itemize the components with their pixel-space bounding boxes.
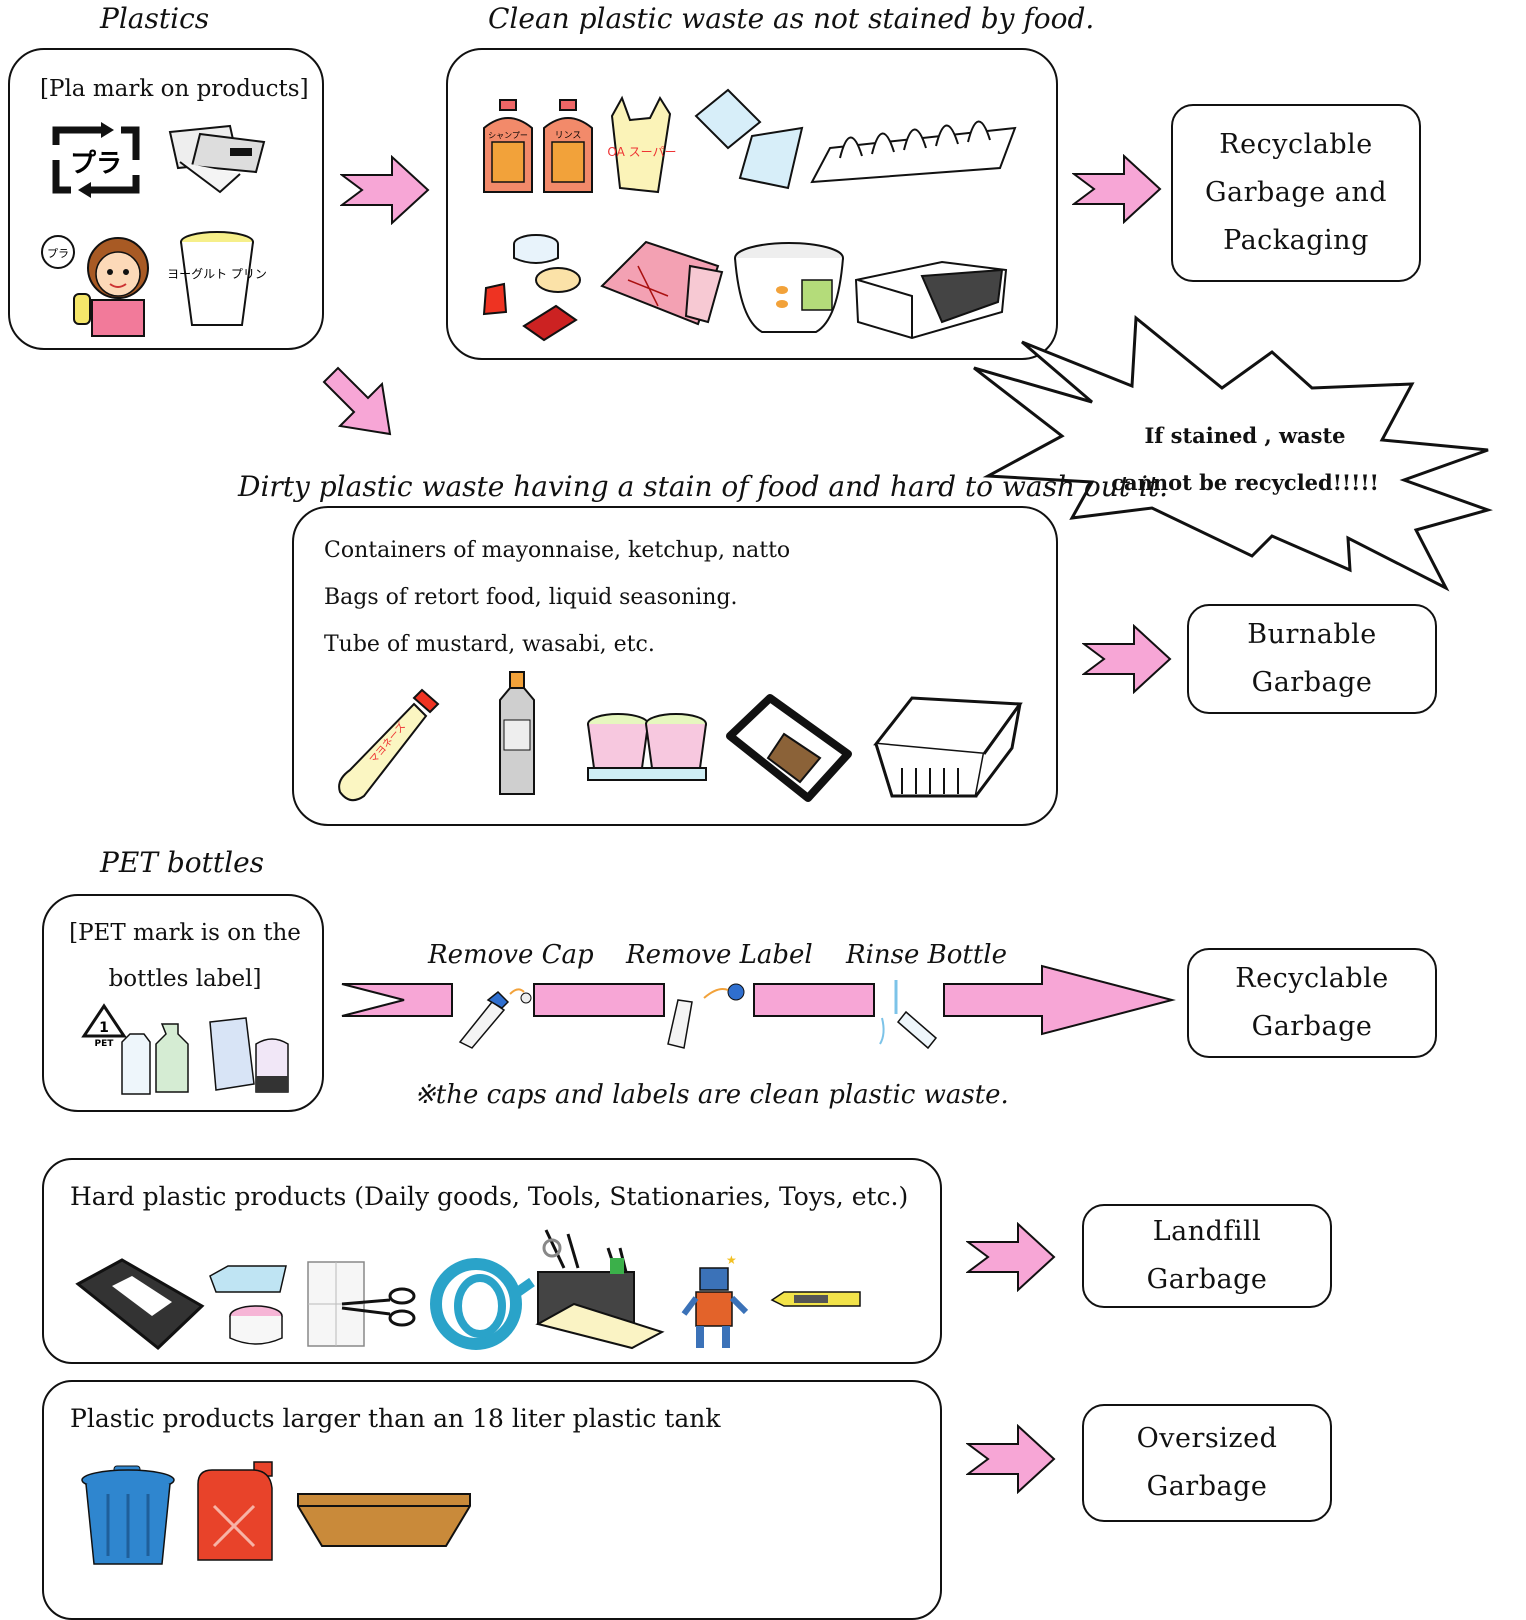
pen-stand-icon <box>535 1229 665 1350</box>
step-rinse-bottle: Rinse Bottle <box>846 940 1007 970</box>
remove-cap-bottle-icon <box>458 988 532 1049</box>
hard-plastic-box: Hard plastic products (Daily goods, Tool… <box>42 1158 942 1364</box>
rinse-label-text: リンス <box>555 131 582 141</box>
mayonnaise-bottle-icon: マヨネーズ <box>338 688 440 802</box>
dest-recyclable-packaging: Recyclable Garbage and Packaging <box>1171 104 1421 282</box>
natto-container-icon <box>873 696 1023 798</box>
dirty-line-3: Tube of mustard, wasabi, etc. <box>324 632 655 657</box>
mascot-bubble-text: プラ <box>47 247 69 260</box>
pet-label-line2: bottles label] <box>108 966 262 992</box>
pet-process-arrow <box>341 964 1176 1036</box>
retort-pouch-icon <box>726 694 852 802</box>
pet-bottles-icon <box>121 1017 289 1095</box>
pla-mark-box: [Pla mark on products] プラ プラ ヨーグルト プリン <box>8 48 324 350</box>
scissors-file-icon <box>307 1261 416 1347</box>
dirty-waste-box: Containers of mayonnaise, ketchup, natto… <box>292 506 1058 826</box>
mascot-girl-icon: プラ <box>41 235 149 337</box>
pet-recycle-mark-icon: 1 PET <box>81 1003 127 1049</box>
dest-recyclable: Recyclable Garbage <box>1187 948 1437 1058</box>
plastic-tank-icon <box>197 1461 273 1561</box>
plastic-tub-icon <box>297 1493 471 1547</box>
pet-mark-text: PET <box>95 1039 115 1049</box>
large-plastic-title: Plastic products larger than an 18 liter… <box>70 1404 721 1433</box>
dest-recyclable-packaging-line1: Recyclable <box>1219 129 1373 160</box>
plastic-bag-text: OA スーパー <box>607 145 676 159</box>
shampoo-label-text: シャンプー <box>488 131 528 140</box>
warning-text: If stained , waste cannot be recycled!!!… <box>1100 412 1390 506</box>
dest-landfill-line1: Landfill <box>1152 1216 1262 1247</box>
food-containers-icon <box>209 1265 287 1345</box>
dirty-line-2: Bags of retort food, liquid seasoning. <box>324 585 738 610</box>
step-remove-label: Remove Label <box>626 940 813 970</box>
dirty-title: Dirty plastic waste having a stain of fo… <box>238 470 1169 503</box>
step-remove-cap: Remove Cap <box>428 940 594 970</box>
arrow-to-burnable <box>1082 624 1172 694</box>
garden-hose-icon <box>430 1258 535 1350</box>
arrow-to-landfill <box>966 1222 1056 1292</box>
dessert-cups-icon <box>587 713 707 781</box>
foam-tray-icon <box>854 260 1008 340</box>
video-cassette-icon <box>75 1258 205 1350</box>
pet-title: PET bottles <box>100 846 265 879</box>
pla-mark-label: [Pla mark on products] <box>40 76 309 102</box>
arrow-to-recyclable-packaging <box>1072 154 1162 224</box>
dest-burnable-line1: Burnable <box>1247 619 1377 650</box>
arrow-to-dirty <box>322 366 392 436</box>
plastic-film-icon <box>694 88 804 190</box>
dest-oversized-line2: Garbage <box>1146 1471 1268 1502</box>
rinse-bottle-icon: リンス <box>543 99 593 193</box>
dest-oversized: Oversized Garbage <box>1082 1404 1332 1522</box>
toy-robot-icon: ★ <box>681 1253 749 1348</box>
plastics-title: Plastics <box>100 2 210 35</box>
packaged-snack-icon <box>168 124 266 194</box>
pet-label-line1: [PET mark is on the <box>69 920 301 946</box>
dest-recyclable-line1: Recyclable <box>1235 963 1389 994</box>
caps-lids-icon <box>482 234 581 342</box>
trash-bin-icon <box>81 1465 175 1565</box>
dest-burnable-line2: Garbage <box>1251 667 1373 698</box>
yogurt-cup-text: ヨーグルト プリン <box>167 267 267 281</box>
warning-burst <box>973 314 1493 592</box>
rinse-bottle-icon <box>879 980 938 1050</box>
plastic-bag-icon: OA スーパー <box>607 95 677 194</box>
dest-recyclable-packaging-line3: Packaging <box>1223 225 1369 256</box>
dest-landfill: Landfill Garbage <box>1082 1204 1332 1308</box>
egg-carton-icon <box>810 120 1017 184</box>
yogurt-cup-icon: ヨーグルト プリン <box>167 231 267 326</box>
snack-wrapper-icon <box>600 240 724 326</box>
warning-line1: If stained , waste <box>1144 423 1346 448</box>
large-plastic-box: Plastic products larger than an 18 liter… <box>42 1380 942 1620</box>
warning-line2: cannot be recycled!!!!! <box>1111 470 1379 495</box>
noodle-cup-icon <box>734 242 844 333</box>
pet-note: ※the caps and labels are clean plastic w… <box>414 1080 1009 1110</box>
dirty-line-1: Containers of mayonnaise, ketchup, natto <box>324 538 791 563</box>
remove-label-bottle-icon <box>667 983 745 1049</box>
arrow-to-clean <box>340 155 430 225</box>
clean-title: Clean plastic waste as not stained by fo… <box>488 2 1095 35</box>
dest-recyclable-packaging-line2: Garbage and <box>1204 177 1388 208</box>
dest-recyclable-line2: Garbage <box>1251 1011 1373 1042</box>
pet-mark-number: 1 <box>99 1020 109 1036</box>
ketchup-bottle-icon <box>499 671 535 795</box>
shampoo-bottle-icon: シャンプー <box>483 99 533 193</box>
box-cutter-icon <box>770 1291 861 1307</box>
dest-oversized-line1: Oversized <box>1136 1423 1278 1454</box>
svg-text:★: ★ <box>726 1253 737 1267</box>
pla-recycle-mark-icon: プラ <box>52 122 140 198</box>
clean-waste-box: シャンプー リンス OA スーパー <box>446 48 1058 360</box>
dest-landfill-line2: Garbage <box>1146 1264 1268 1295</box>
pla-mark-text: プラ <box>70 149 122 179</box>
hard-plastic-title: Hard plastic products (Daily goods, Tool… <box>70 1182 909 1211</box>
pet-mark-box: [PET mark is on the bottles label] 1 PET <box>42 894 324 1112</box>
dest-burnable: Burnable Garbage <box>1187 604 1437 714</box>
arrow-to-oversized <box>966 1424 1056 1494</box>
